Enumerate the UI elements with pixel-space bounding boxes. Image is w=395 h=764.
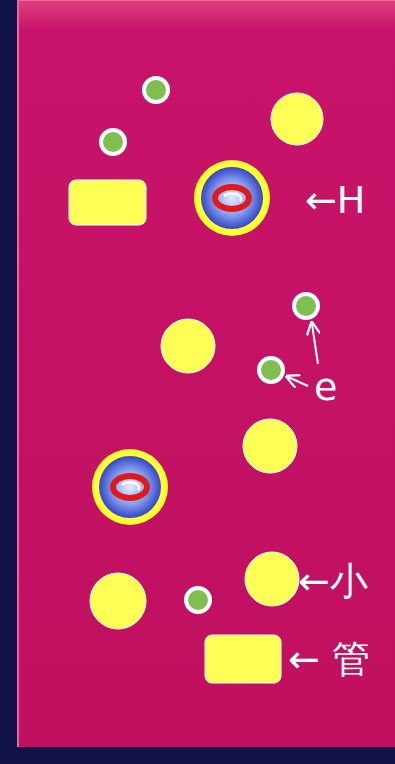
yellow-rect — [69, 180, 146, 225]
yellow-rect — [205, 635, 281, 683]
green-dot — [144, 78, 168, 102]
particle-ring — [194, 160, 270, 236]
green-dot — [294, 294, 318, 318]
leader-arrow — [312, 324, 318, 364]
swirl — [113, 476, 147, 498]
particle-label: ←小 — [298, 562, 368, 600]
yellow-circle — [161, 319, 215, 373]
particle-label: ←H — [305, 181, 365, 219]
swirl-particle — [92, 449, 168, 525]
swirl-highlight — [122, 482, 139, 490]
panel — [18, 0, 395, 747]
leader-arrow — [288, 377, 308, 386]
particle-label: e — [314, 368, 337, 406]
yellow-circle — [243, 419, 297, 473]
swirl-particle — [194, 160, 270, 236]
particle-ring — [92, 449, 168, 525]
swirl — [215, 187, 249, 209]
yellow-circle — [271, 93, 323, 145]
panel-bevel — [18, 0, 395, 747]
green-dot — [101, 130, 125, 154]
particle-disc — [201, 167, 263, 229]
swirl-highlight — [224, 193, 241, 201]
yellow-circle — [90, 573, 146, 629]
yellow-circle — [245, 552, 299, 606]
green-dot — [259, 358, 283, 382]
green-dot — [186, 588, 210, 612]
particle-label: ← 管 — [288, 640, 370, 678]
particle-disc — [99, 456, 161, 518]
